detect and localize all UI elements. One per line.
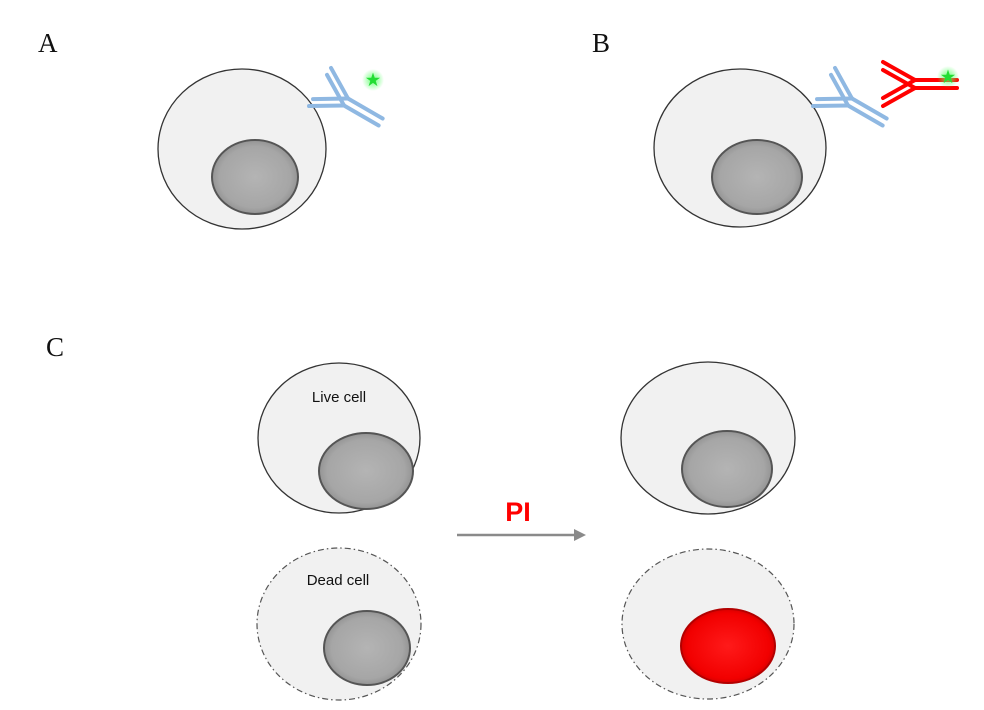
pi-stained-nucleus [680, 608, 776, 684]
live-cell-after-nucleus [681, 430, 773, 508]
treatment-arrow [457, 529, 586, 541]
panel-b: B [592, 28, 959, 228]
panel-a-fluorophore-icon [362, 69, 384, 91]
panel-b-fluorophore-icon [937, 66, 959, 88]
live-cell-before-nucleus [318, 432, 414, 510]
live-cell-label: Live cell [312, 389, 366, 406]
panel-b-letter: B [592, 28, 610, 58]
panel-a: A [38, 28, 385, 230]
panel-a-nucleus [211, 139, 299, 215]
pi-label: PI [505, 497, 531, 527]
panel-b-primary-antibody-icon [811, 65, 889, 128]
panel-c-letter: C [46, 332, 64, 362]
panel-a-primary-antibody-icon [307, 65, 385, 128]
dead-cell-label: Dead cell [307, 572, 370, 589]
panel-b-nucleus [711, 139, 803, 215]
dead-cell-before-nucleus [323, 610, 411, 686]
panel-c: C Live cell Dead cell PI [46, 332, 796, 701]
panel-a-letter: A [38, 28, 58, 58]
